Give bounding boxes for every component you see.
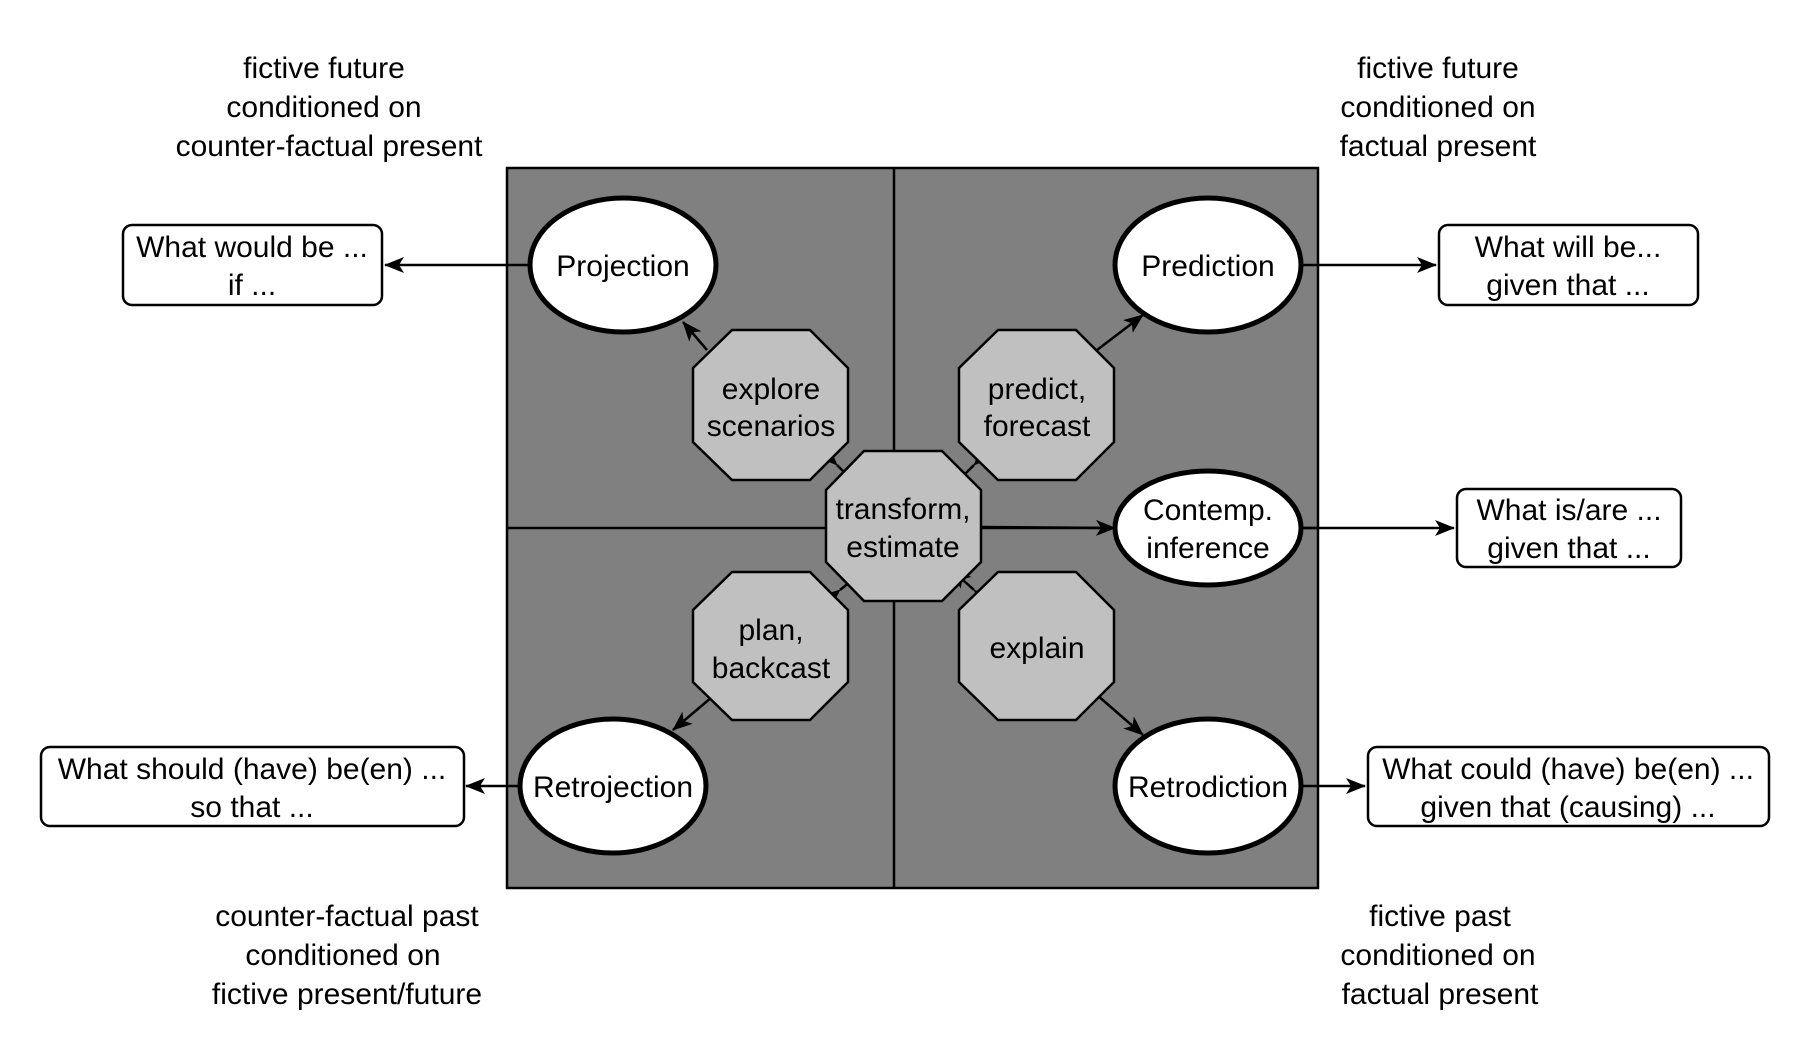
box-retrojection: What should (have) be(en) ... so that ..…: [39, 745, 466, 828]
box-contemp: What is/are ... given that ...: [1455, 487, 1683, 569]
caption-bottom-right-line-1: fictive past: [1369, 900, 1511, 933]
ellipse-prediction: Prediction: [1112, 195, 1304, 335]
caption-bottom-right-line-2: conditioned on: [1340, 939, 1535, 972]
ellipse-prediction-label: Prediction: [1141, 250, 1274, 283]
octagon-plan-line-2: backcast: [712, 652, 831, 685]
ellipse-contemp-line-2: inference: [1146, 532, 1269, 565]
caption-top-left-line-2: conditioned on: [226, 91, 421, 124]
octagon-explain-line-1: explain: [989, 632, 1084, 665]
box-prediction-line-1: What will be...: [1475, 231, 1662, 264]
box-prediction-line-2: given that ...: [1486, 269, 1649, 302]
ellipse-retrodiction: Retrodiction: [1112, 716, 1304, 856]
caption-bottom-left-line-2: conditioned on: [245, 939, 440, 972]
caption-top-right-line-2: conditioned on: [1340, 91, 1535, 124]
box-retrodiction-line-2: given that (causing) ...: [1420, 791, 1715, 824]
box-retrojection-line-1: What should (have) be(en) ...: [58, 753, 447, 786]
caption-bottom-left-line-1: counter-factual past: [215, 900, 479, 933]
arrow-explain-to-retrodiction: [1096, 694, 1144, 736]
box-projection-line-1: What would be ...: [136, 231, 368, 264]
octagon-transform-estimate: transform, estimate: [824, 449, 983, 603]
caption-bottom-right: fictive past conditioned on factual pres…: [1340, 900, 1539, 1011]
octagon-explore-line-2: scenarios: [707, 410, 835, 443]
octagon-predict-line-2: forecast: [984, 410, 1091, 443]
ellipse-retrojection: Retrojection: [517, 716, 709, 856]
caption-top-left: fictive future conditioned on counter-fa…: [176, 52, 484, 163]
octagon-explore-scenarios: explore scenarios: [691, 328, 850, 482]
arrow-plan-to-retrojection: [672, 696, 713, 731]
octagon-transform-line-2: estimate: [846, 531, 959, 564]
box-projection: What would be ... if ...: [121, 223, 384, 307]
octagon-explore-line-1: explore: [722, 373, 820, 406]
arrow-explore-to-projection: [682, 321, 708, 351]
octagon-transform-line-1: transform,: [835, 493, 970, 526]
caption-top-left-line-3: counter-factual present: [176, 130, 484, 163]
caption-top-right: fictive future conditioned on factual pr…: [1340, 52, 1537, 163]
octagon-explain: explain: [957, 570, 1116, 722]
box-contemp-line-2: given that ...: [1487, 532, 1650, 565]
caption-top-left-line-1: fictive future: [243, 52, 405, 85]
ellipse-projection: Projection: [527, 195, 719, 335]
caption-top-right-line-1: fictive future: [1357, 52, 1519, 85]
ellipse-contemp-inference: Contemp. inference: [1112, 468, 1304, 588]
ellipse-projection-label: Projection: [556, 250, 689, 283]
arrow-transform-to-contemp: [981, 519, 1116, 536]
ellipse-retrodiction-label: Retrodiction: [1128, 771, 1288, 804]
box-contemp-line-1: What is/are ...: [1476, 494, 1661, 527]
octagon-predict-forecast: predict, forecast: [957, 328, 1116, 482]
caption-top-right-line-3: factual present: [1340, 130, 1537, 163]
box-projection-line-2: if ...: [228, 269, 276, 302]
arrow-predict-to-prediction: [1096, 314, 1144, 351]
box-prediction: What will be... given that ...: [1437, 223, 1700, 307]
box-retrodiction-line-1: What could (have) be(en) ...: [1382, 753, 1754, 786]
ellipse-contemp-line-1: Contemp.: [1143, 494, 1273, 527]
caption-bottom-left-line-3: fictive present/future: [212, 978, 482, 1011]
octagon-predict-line-1: predict,: [988, 373, 1086, 406]
box-retrojection-line-2: so that ...: [190, 791, 313, 824]
caption-bottom-left: counter-factual past conditioned on fict…: [212, 900, 482, 1011]
caption-bottom-right-line-3: factual present: [1342, 978, 1539, 1011]
octagon-plan-line-1: plan,: [738, 614, 803, 647]
box-retrodiction: What could (have) be(en) ... given that …: [1366, 745, 1771, 828]
octagon-plan-backcast: plan, backcast: [691, 570, 850, 722]
ellipse-retrojection-label: Retrojection: [533, 771, 693, 804]
